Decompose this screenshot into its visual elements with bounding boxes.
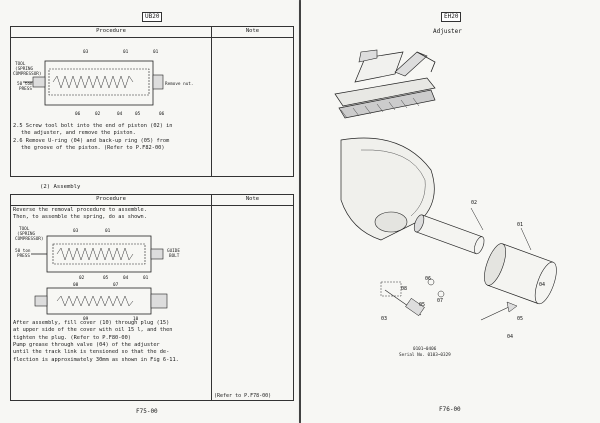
note-header: Note: [211, 194, 294, 206]
serial-line: Serial No. 0103~0329: [399, 352, 451, 358]
after-line: After assembly, fill cover (10) through …: [13, 319, 170, 326]
callout: 02: [79, 275, 85, 280]
callout: 04: [117, 111, 123, 117]
fig-label: TOOL: [15, 61, 26, 67]
fig-label: COMPRESSOR): [13, 71, 41, 77]
serial-line: 0101~0406: [413, 346, 437, 352]
adjuster-exploded-view: 02 01 04 06 08 07 05 03 05 04 0101~0406 …: [340, 137, 557, 358]
callout: 01: [123, 49, 129, 55]
callout: 01: [517, 222, 523, 228]
callout: 05: [135, 111, 141, 117]
after-line: until the track link is tensioned so tha…: [13, 349, 170, 356]
fig-label: GUIDE: [167, 248, 180, 254]
section-tag: UB20: [142, 12, 163, 22]
fig-label: PRESS: [19, 86, 32, 92]
callout: 07: [437, 298, 443, 304]
callout: 03: [381, 316, 387, 322]
adjuster-assembly-figure: 08 07 09 10: [34, 282, 168, 320]
procedure-header: Procedure: [10, 194, 212, 206]
fig-label: COMPRESSOR): [15, 236, 43, 242]
callout: 05: [419, 302, 425, 308]
callout: 05: [517, 316, 523, 322]
callout: 02: [471, 200, 477, 206]
callout: 03: [83, 49, 89, 55]
procedure-header: Procedure: [10, 26, 212, 38]
section-tag: EH20: [441, 12, 462, 22]
after-line: flection is approximately 30mm as shown …: [13, 356, 179, 363]
fig-label: BOLT: [169, 253, 180, 259]
step-line: the adjuster, and remove the piston.: [21, 130, 136, 137]
note-header: Note: [211, 26, 294, 38]
callout: 01: [153, 49, 159, 55]
assembly-table: Procedure Note Reverse the removal proce…: [10, 194, 294, 401]
fig-label: 50 ton: [17, 81, 33, 87]
step-line: the groove of the piston. (Refer to P.F8…: [21, 145, 165, 152]
page-folio: F76-00: [439, 406, 461, 413]
callout: 02: [95, 111, 101, 117]
callout: 10: [133, 316, 139, 320]
callout: 05: [103, 275, 109, 280]
spring-compressor-figure: TOOL (SPRING COMPRESSOR) 50 ton PRESS Re…: [13, 49, 193, 117]
callout: 01: [105, 228, 111, 234]
spring-assembly-figure: TOOL (SPRING COMPRESSOR) 50 ton PRESS GU…: [15, 226, 180, 280]
step-line: 2.6 Remove U-ring (04) and back-up ring …: [13, 137, 170, 144]
fig-label: (SPRING: [15, 66, 34, 72]
excavator-illustration: [334, 49, 436, 119]
fig-label: 50 ton: [15, 248, 31, 254]
callout: 08: [73, 282, 79, 288]
fig-label: (SPRING: [17, 231, 36, 237]
left-page: UB20 Procedure Note TOOL (SPRING COMPRES…: [0, 0, 299, 423]
page-folio: F75-00: [136, 408, 158, 415]
after-line: at upper side of the cover with oil 15 l…: [13, 327, 173, 334]
assembly-heading: (2) Assembly: [40, 184, 81, 190]
note-ref: (Refer to P.F78-00): [211, 205, 294, 401]
callout: 06: [159, 111, 165, 117]
callout: 08: [401, 286, 407, 292]
callout: 06: [425, 276, 431, 282]
after-line: Pump grease through valve (04) of the ad…: [13, 342, 160, 349]
callout: 04: [539, 282, 545, 288]
callout: 06: [75, 111, 81, 117]
fig-label: PRESS: [17, 253, 30, 259]
callout: 03: [73, 228, 79, 234]
disassembly-table: Procedure Note TOOL (SPRING COMPRESSOR) …: [10, 26, 294, 177]
callout: 09: [83, 316, 89, 320]
intro-line: Reverse the removal procedure to assembl…: [13, 207, 147, 213]
right-page: EH20 Adjuster 02: [301, 0, 600, 423]
callout: 07: [113, 282, 119, 288]
callout: 04: [123, 275, 129, 280]
step-line: 2.5 Screw tool bolt into the end of pist…: [13, 123, 173, 129]
after-line: tighten the plug. (Refer to P.F80-00): [13, 334, 131, 341]
intro-line: Then, to assemble the spring, do as show…: [13, 214, 147, 221]
callout: 04: [507, 334, 513, 340]
fig-label: TOOL: [19, 226, 30, 232]
callout: 01: [143, 275, 149, 280]
fig-label: Remove nut.: [165, 81, 193, 87]
page-title: Adjuster: [433, 28, 462, 35]
